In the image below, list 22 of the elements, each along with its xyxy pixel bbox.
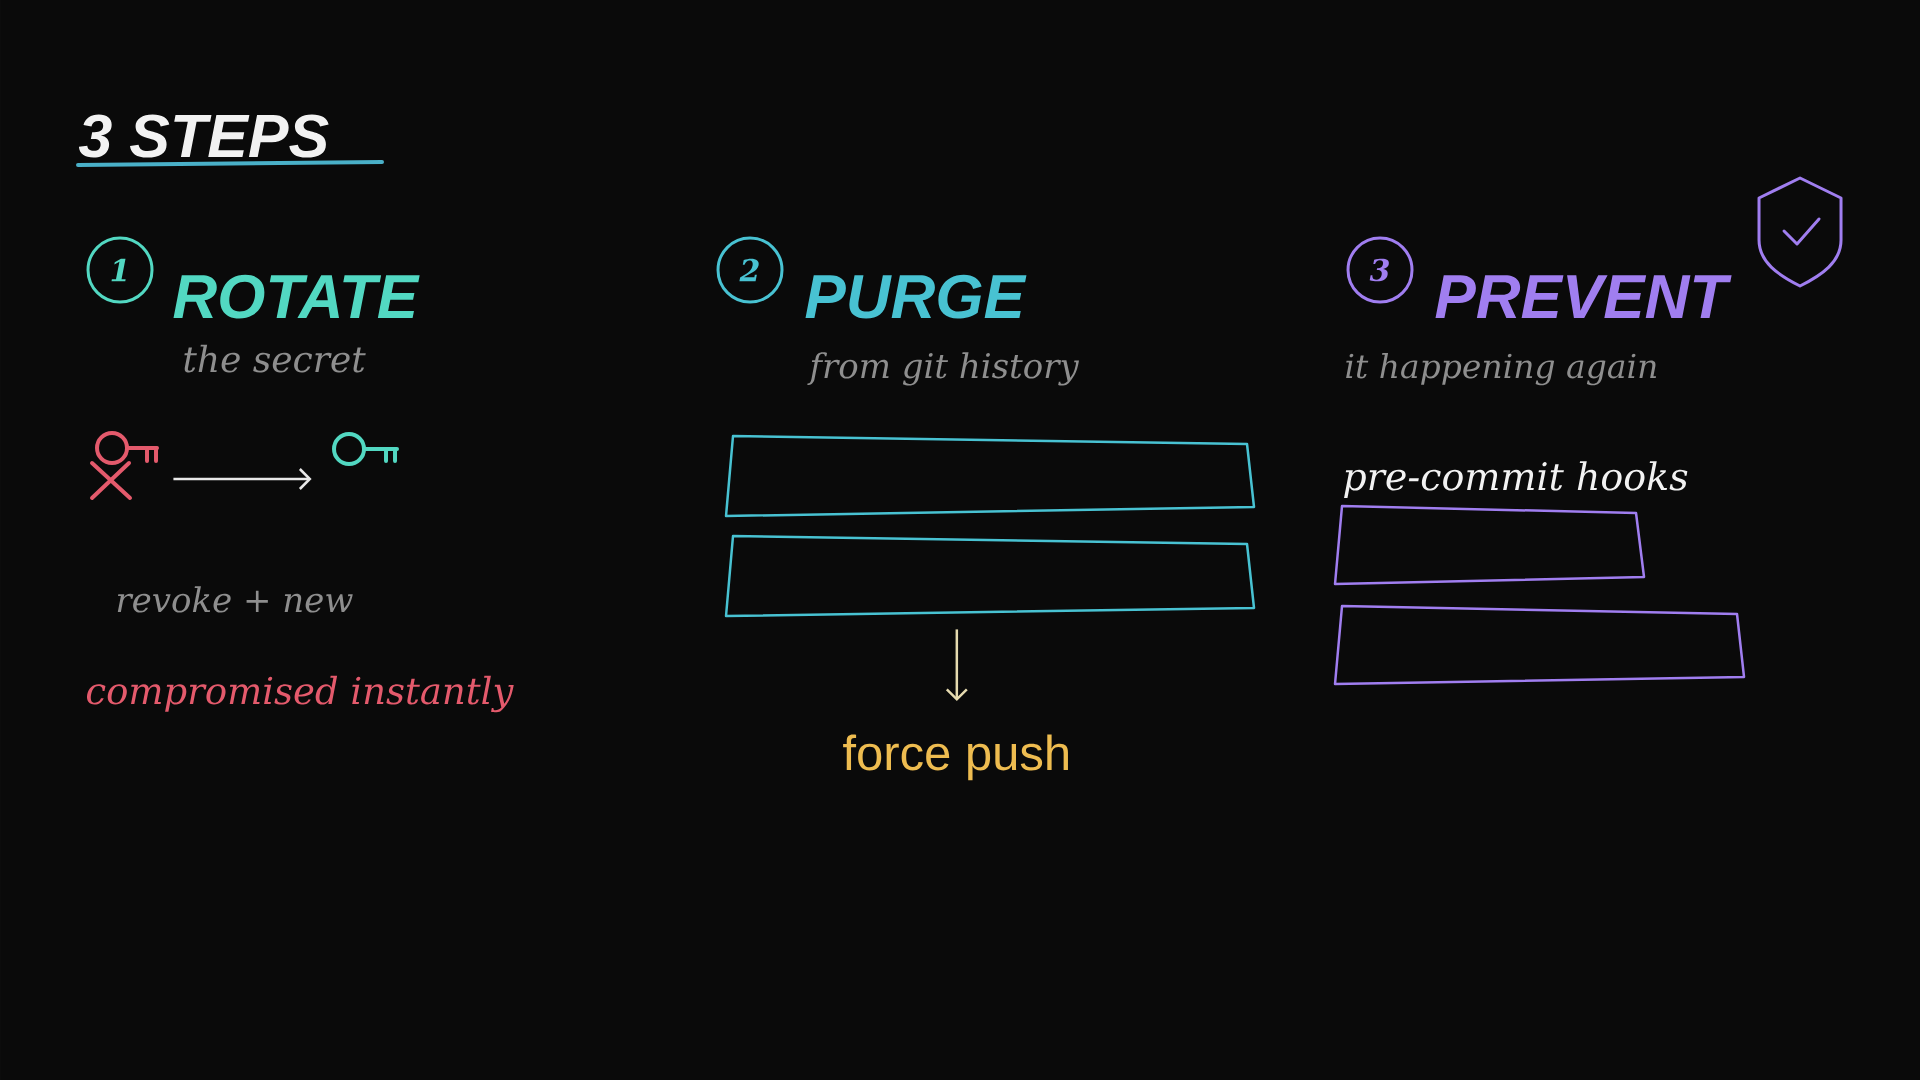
title: 3 STEPS	[78, 114, 329, 158]
action-label: force push	[843, 734, 1068, 781]
box-outline	[724, 534, 1256, 618]
step-heading: ROTATE	[173, 274, 420, 319]
step-number: 3	[1346, 236, 1414, 304]
note: revoke + new	[117, 586, 353, 613]
box-outline	[1333, 604, 1746, 686]
step-heading: PREVENT	[1435, 275, 1732, 318]
key-icon	[332, 432, 399, 466]
arrow	[945, 629, 968, 702]
arrow	[173, 468, 312, 490]
crossed-out-key-icon	[90, 431, 159, 500]
step-heading: PURGE	[805, 274, 1027, 319]
subtitle: the secret	[184, 344, 366, 373]
subheading: pre-commit hooks	[1344, 461, 1688, 498]
subtitle: from git history	[807, 352, 1079, 386]
warning-note: compromised instantly	[87, 675, 514, 713]
box-outline	[724, 434, 1256, 518]
step-number: 2	[716, 236, 784, 304]
subtitle: it happening again	[1346, 352, 1657, 386]
step-number: 1	[86, 236, 154, 304]
box-outline	[1333, 504, 1646, 586]
